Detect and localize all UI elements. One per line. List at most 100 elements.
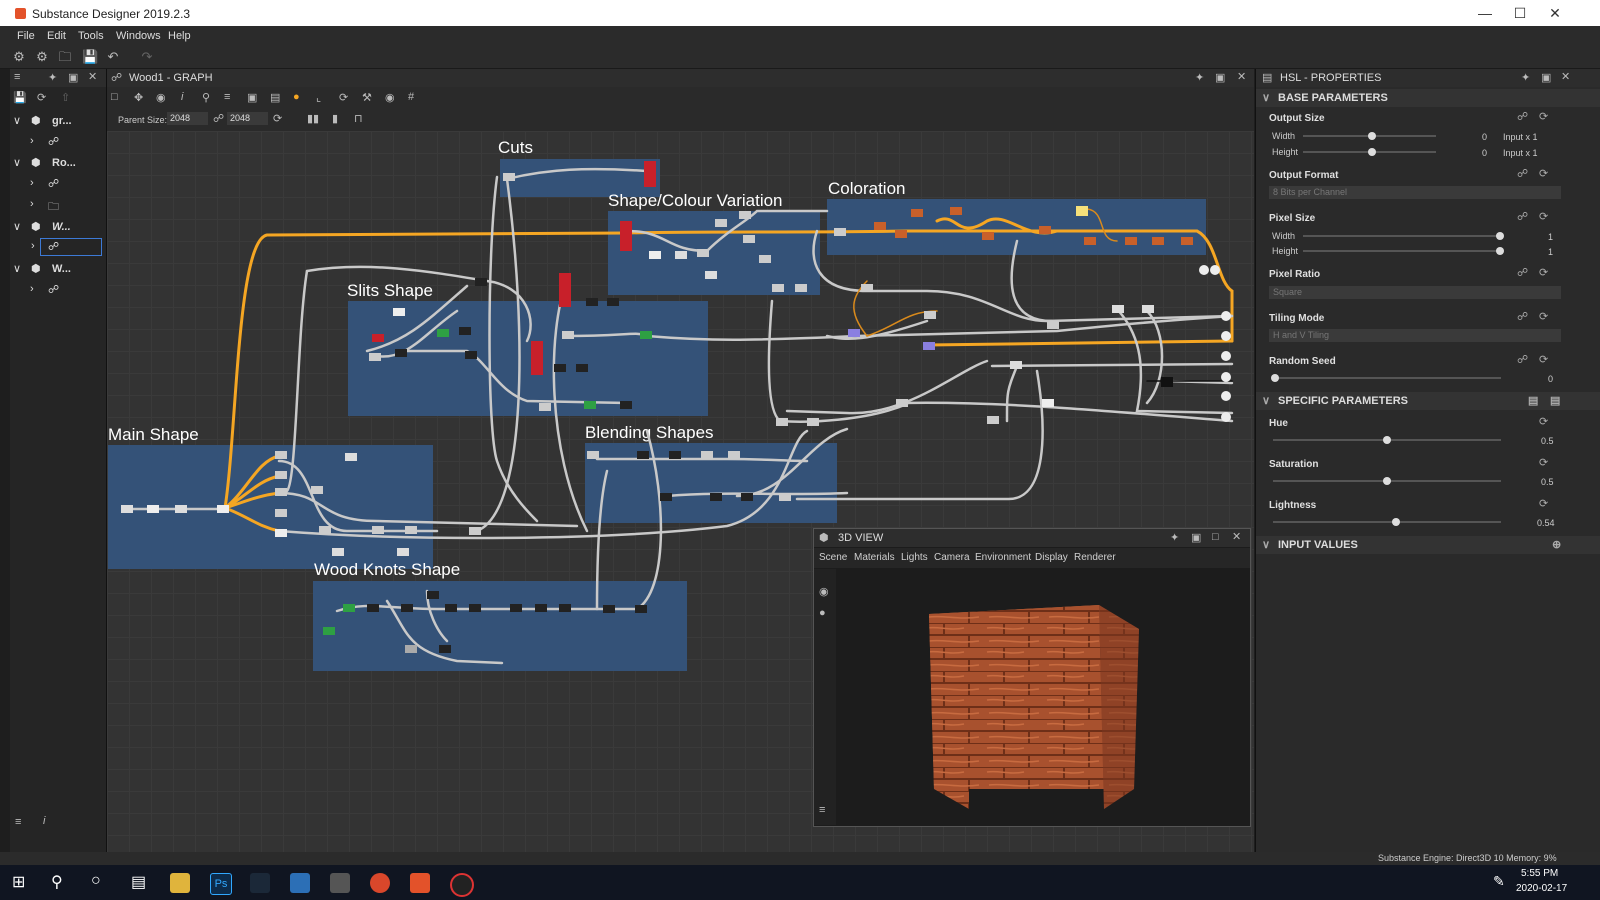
3d-menu-environment[interactable]: Environment <box>975 552 1032 563</box>
reset-icon[interactable]: ⟳ <box>1539 111 1549 123</box>
chrome-icon[interactable] <box>370 873 390 893</box>
close-panel-icon[interactable]: ✕ <box>88 71 98 83</box>
maximize-icon[interactable]: ☐ <box>1513 5 1527 21</box>
output-width-mode[interactable]: Input x 1 <box>1503 132 1538 142</box>
export-icon[interactable]: ⇧ <box>61 92 71 104</box>
export-preset-icon[interactable]: ▤ <box>1550 395 1561 407</box>
inheritance-icon[interactable]: ☍ <box>1517 311 1529 323</box>
collapse-icon[interactable]: ∨ <box>13 157 22 169</box>
close-icon[interactable]: ✕ <box>1549 5 1561 21</box>
frame-all-icon[interactable]: □ <box>111 91 118 103</box>
reset-icon[interactable]: ⟳ <box>1539 267 1549 279</box>
pin-icon[interactable]: ✦ <box>1170 532 1180 544</box>
explorer-item[interactable]: ∨ ⬢ gr... <box>10 112 106 130</box>
reset-icon[interactable]: ⟳ <box>1539 168 1549 180</box>
3d-menu-lights[interactable]: Lights <box>901 552 928 563</box>
reset-icon[interactable]: ⟳ <box>1539 311 1549 323</box>
file-explorer-icon[interactable] <box>170 873 190 893</box>
height-select[interactable]: 2048 <box>227 112 268 125</box>
calculator-icon[interactable] <box>330 873 350 893</box>
float-icon[interactable]: ▣ <box>1541 72 1552 84</box>
slider-knob[interactable] <box>1383 477 1391 485</box>
menu-windows[interactable]: Windows <box>116 30 161 42</box>
tree-view-icon[interactable]: ≡ <box>819 804 826 816</box>
save-icon[interactable]: 💾 <box>82 49 99 64</box>
taskbar-date[interactable]: 2020-02-17 <box>1516 883 1568 894</box>
explorer-item[interactable]: ∨ ⬢ W... <box>10 218 106 236</box>
collapse-icon[interactable]: ∨ <box>13 263 22 275</box>
explorer-item[interactable]: ∨ ⬢ Ro... <box>10 154 106 172</box>
3d-menu-renderer[interactable]: Renderer <box>1074 552 1116 563</box>
connect-icon[interactable]: ▣ <box>247 92 258 104</box>
reset-icon[interactable]: ⟳ <box>1539 211 1549 223</box>
slider-knob[interactable] <box>1368 148 1376 156</box>
pixel-width-slider[interactable] <box>1303 232 1504 240</box>
store-icon[interactable] <box>290 873 310 893</box>
expand-icon[interactable]: › <box>30 177 34 189</box>
pixel-ratio-select[interactable]: Square <box>1269 286 1561 299</box>
light-icon[interactable]: ● <box>819 607 826 619</box>
reset-icon[interactable]: ⟳ <box>273 113 283 125</box>
link-orange-icon[interactable]: ● <box>293 91 300 103</box>
reset-icon[interactable]: ⟳ <box>1539 416 1549 428</box>
base-parameters-section[interactable]: ∨ BASE PARAMETERS <box>1256 89 1600 107</box>
menu-tools[interactable]: Tools <box>78 30 104 42</box>
reload-icon[interactable]: ⟳ <box>37 92 47 104</box>
task-view-icon[interactable]: ▤ <box>131 874 147 891</box>
graph-canvas[interactable]: Cuts Shape/Colour Variation Coloration S… <box>107 131 1254 852</box>
pen-icon[interactable]: ✎ <box>1493 873 1505 889</box>
frame-wood-knots-shape[interactable] <box>313 581 687 671</box>
tree-view-icon[interactable]: ≡ <box>15 816 22 828</box>
explorer-item[interactable]: ∨ ⬢ W... <box>10 260 106 278</box>
pixel-height-value[interactable]: 1 <box>1548 247 1554 257</box>
info-icon[interactable]: i <box>43 815 46 827</box>
random-seed-slider[interactable] <box>1271 374 1501 382</box>
expand-icon[interactable]: › <box>30 135 34 147</box>
new-substance-icon[interactable]: ⚙ <box>36 49 48 64</box>
collapse-icon[interactable]: ∨ <box>1262 539 1271 551</box>
explorer-item[interactable]: › ☍ <box>10 133 106 151</box>
expand-icon[interactable]: › <box>30 283 34 295</box>
slider-knob[interactable] <box>1368 132 1376 140</box>
explorer-item-selected[interactable]: › ☍ <box>31 238 102 256</box>
output-height-value[interactable]: 0 <box>1482 148 1488 158</box>
output-height-slider[interactable] <box>1303 148 1436 156</box>
output-height-mode[interactable]: Input x 1 <box>1503 148 1538 158</box>
preset-icon[interactable]: ▤ <box>1528 395 1539 407</box>
output-format-select[interactable]: 8 Bits per Channel <box>1269 186 1561 199</box>
explorer-item[interactable]: › ☍ <box>10 175 106 193</box>
inheritance-icon[interactable]: ☍ <box>1517 168 1529 180</box>
lightness-slider[interactable] <box>1273 518 1501 526</box>
search-icon[interactable]: ⚲ <box>202 92 211 104</box>
substance-designer-icon[interactable] <box>410 873 430 893</box>
photoshop-icon[interactable]: Ps <box>210 873 232 895</box>
saturation-value[interactable]: 0.5 <box>1541 477 1554 487</box>
h-distribute-icon[interactable]: ▮▮ <box>307 113 320 125</box>
app-icon[interactable] <box>450 873 474 897</box>
input-values-section[interactable]: ∨ INPUT VALUES ⊕ <box>1256 536 1600 554</box>
open-folder-icon[interactable]: 🗀 <box>58 49 72 64</box>
windows-start-icon[interactable]: ⊞ <box>12 874 26 891</box>
menu-file[interactable]: File <box>17 30 35 42</box>
v-distribute-icon[interactable]: ▮ <box>332 113 339 125</box>
saturation-slider[interactable] <box>1273 477 1501 485</box>
inheritance-icon[interactable]: ☍ <box>1517 111 1529 123</box>
collapse-icon[interactable]: ∨ <box>1262 395 1271 407</box>
reroute-icon[interactable]: ⌞ <box>316 92 322 104</box>
reset-icon[interactable]: ⟳ <box>1539 457 1549 469</box>
refresh-icon[interactable]: ⟳ <box>339 92 349 104</box>
steam-icon[interactable] <box>250 873 270 893</box>
grid-icon[interactable]: # <box>408 91 415 103</box>
float-icon[interactable]: ▣ <box>1191 532 1202 544</box>
collapse-icon[interactable]: ∨ <box>13 115 22 127</box>
menu-edit[interactable]: Edit <box>47 30 66 42</box>
frame-slits-shape[interactable] <box>348 301 708 416</box>
frame-shape-colour-variation[interactable] <box>608 211 820 295</box>
explorer-item[interactable]: › ☍ <box>10 281 106 299</box>
inheritance-icon[interactable]: ☍ <box>1517 354 1529 366</box>
3d-menu-display[interactable]: Display <box>1035 552 1068 563</box>
undo-icon[interactable]: ↶ <box>107 49 119 64</box>
taskbar-time[interactable]: 5:55 PM <box>1521 868 1559 879</box>
tool-icon[interactable]: ⚒ <box>362 92 372 104</box>
info-icon[interactable]: i <box>181 91 184 103</box>
